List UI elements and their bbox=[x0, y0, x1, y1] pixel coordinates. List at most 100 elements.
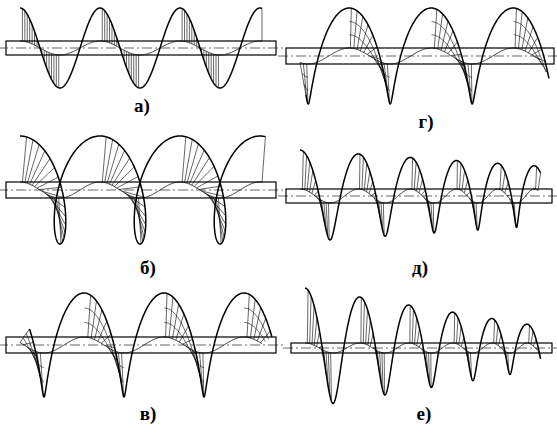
flight-hatch bbox=[88, 295, 91, 337]
flight-hatch bbox=[498, 335, 501, 346]
flight-hatch bbox=[451, 54, 461, 56]
flight-hatch bbox=[185, 139, 193, 182]
flight-hatch bbox=[417, 328, 420, 345]
flight-hatch bbox=[32, 159, 50, 186]
flight-hatch bbox=[27, 14, 28, 42]
axis-line bbox=[278, 56, 557, 57]
flight-hatch bbox=[328, 203, 330, 240]
screw-conveyor bbox=[0, 136, 284, 244]
flight-hatch bbox=[247, 294, 249, 337]
flight-edge bbox=[300, 150, 541, 240]
flight-root bbox=[20, 337, 262, 353]
flight-edge bbox=[305, 288, 541, 403]
flight-hatch bbox=[414, 162, 416, 190]
figure-label: г) bbox=[417, 112, 436, 133]
screw-conveyor bbox=[283, 288, 557, 403]
flight-hatch bbox=[310, 296, 311, 343]
flight-hatch bbox=[58, 55, 59, 88]
flight-hatch bbox=[415, 318, 417, 345]
flight-hatch bbox=[102, 137, 106, 182]
flight-hatch bbox=[104, 11, 105, 42]
flight-hatch bbox=[307, 290, 309, 343]
flight-hatch bbox=[359, 154, 360, 189]
figure-label: а) bbox=[132, 96, 152, 117]
flight-hatch bbox=[56, 55, 57, 87]
flight-hatch bbox=[314, 317, 317, 345]
flight-hatch bbox=[49, 53, 50, 75]
flight-hatch bbox=[369, 182, 373, 194]
flight-hatch bbox=[412, 310, 413, 344]
figure-label: б) bbox=[138, 258, 158, 279]
flight-hatch bbox=[109, 19, 110, 43]
figure-label: в) bbox=[138, 404, 159, 425]
figure-label: д) bbox=[410, 258, 430, 279]
flight-hatch bbox=[56, 198, 62, 242]
flight-hatch bbox=[136, 198, 143, 242]
flight-hatch bbox=[493, 320, 495, 343]
flight-grid bbox=[26, 334, 44, 382]
flight-hatch bbox=[538, 173, 541, 191]
axis-line bbox=[0, 345, 284, 346]
flight-hatch bbox=[317, 331, 320, 346]
flight-hatch bbox=[250, 299, 255, 338]
flight-hatch bbox=[182, 9, 183, 42]
flight-hatch bbox=[370, 333, 373, 346]
flight-hatch bbox=[307, 162, 310, 191]
flight-hatch bbox=[302, 151, 304, 189]
flight-hatch bbox=[518, 12, 522, 49]
screw-conveyor bbox=[0, 293, 284, 397]
flight-edge bbox=[30, 293, 272, 397]
flight-hatch bbox=[169, 297, 173, 338]
screw-conveyor bbox=[278, 8, 557, 104]
flight-hatch bbox=[102, 9, 103, 41]
flight-hatch bbox=[305, 156, 307, 190]
flight-hatch bbox=[29, 19, 30, 43]
flight-hatch bbox=[23, 343, 33, 345]
flight-hatch bbox=[211, 53, 212, 78]
screw-conveyor bbox=[0, 8, 284, 88]
flight-hatch bbox=[362, 157, 364, 189]
flight-hatch bbox=[133, 54, 134, 83]
flight-hatch bbox=[310, 171, 313, 193]
flight-root bbox=[300, 189, 538, 203]
flight-hatch bbox=[105, 140, 113, 183]
flight-hatch bbox=[139, 198, 141, 244]
flight-hatch bbox=[457, 161, 458, 189]
flight-hatch bbox=[112, 158, 130, 185]
flight-hatch bbox=[496, 326, 498, 345]
flight-hatch bbox=[122, 191, 144, 197]
flight-hatch bbox=[312, 305, 314, 344]
flight-hatch bbox=[456, 318, 458, 344]
flight-edge bbox=[306, 8, 549, 104]
flight-hatch bbox=[462, 170, 465, 190]
flight-edge bbox=[20, 8, 262, 88]
flight-hatch bbox=[208, 52, 209, 73]
flight-hatch bbox=[166, 293, 167, 337]
flight-hatch bbox=[515, 8, 516, 48]
flight-hatch bbox=[454, 313, 456, 343]
flight-hatch bbox=[218, 198, 221, 244]
flight-hatch bbox=[330, 353, 332, 402]
flight-hatch bbox=[136, 55, 137, 87]
flight-hatch bbox=[184, 11, 185, 42]
flight-hatch bbox=[464, 180, 468, 193]
flight-hatch bbox=[354, 11, 357, 49]
flight-hatch bbox=[37, 177, 58, 188]
flight-hatch bbox=[528, 325, 530, 343]
flight-grid bbox=[244, 308, 268, 339]
flight-hatch bbox=[411, 158, 413, 189]
flight-hatch bbox=[430, 353, 431, 387]
flight-hatch bbox=[35, 167, 55, 186]
screw-conveyor bbox=[278, 150, 557, 240]
flight-hatch bbox=[189, 18, 190, 42]
flight-hatch bbox=[216, 55, 217, 86]
flight-hatch bbox=[360, 298, 361, 343]
flight-hatch bbox=[419, 179, 423, 193]
flight-edge bbox=[20, 136, 265, 244]
flight-hatch bbox=[366, 310, 368, 345]
flight-hatch bbox=[107, 14, 108, 42]
flight-hatch bbox=[438, 14, 443, 49]
flight-root bbox=[20, 41, 262, 55]
